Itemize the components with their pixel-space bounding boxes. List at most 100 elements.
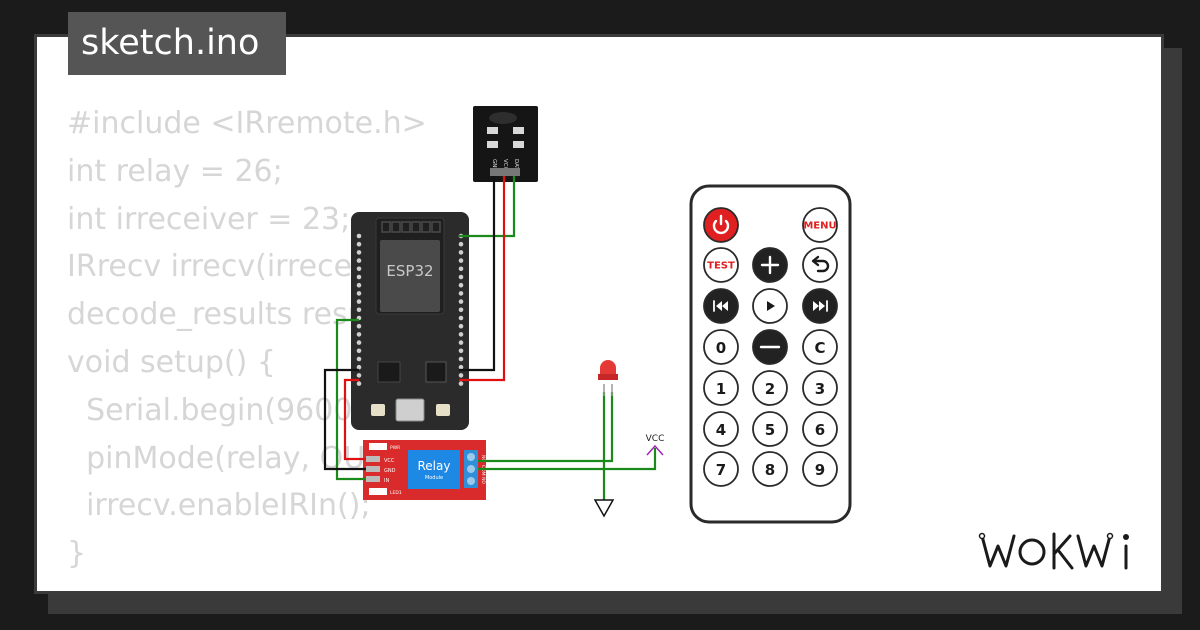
wire-ir-vcc — [459, 176, 506, 382]
esp32-pin — [356, 307, 362, 313]
power-icon — [712, 214, 730, 235]
remote-button-5[interactable]: 5 — [752, 411, 788, 447]
relay-title: Relay — [418, 459, 451, 473]
wire-relay-vcc — [343, 378, 366, 461]
remote-button-label: 6 — [815, 421, 825, 439]
back-icon — [811, 255, 830, 273]
vcc-symbol: VCC — [646, 434, 665, 456]
esp32-pin — [458, 266, 464, 272]
remote-button-fast-forward[interactable] — [802, 288, 838, 324]
esp32-pin — [458, 241, 464, 247]
esp32-pin — [458, 258, 464, 263]
ir-receiver[interactable]: GND VCC DAT — [473, 106, 538, 182]
esp32-pin — [458, 356, 464, 362]
remote-button-label: 5 — [765, 421, 775, 439]
remote-button-3[interactable]: 3 — [802, 370, 838, 406]
code-line: int irreceiver = 23; — [67, 201, 351, 237]
relay-pwr-label: PWR — [390, 445, 400, 451]
esp32-pin — [356, 381, 362, 386]
vcc-label: VCC — [646, 434, 665, 444]
remote-button-8[interactable]: 8 — [752, 451, 788, 487]
remote-button-plus[interactable] — [752, 247, 788, 283]
wire-ir-gnd — [459, 176, 496, 372]
relay-pin-vcc: VCC — [384, 458, 395, 464]
relay-pin-nc: NC — [480, 455, 486, 462]
relay-pin-no: NO — [480, 477, 486, 484]
relay-module[interactable]: Relay Module PWR LED1 VCC GND IN NC COM … — [363, 440, 486, 500]
esp32-pin — [458, 348, 464, 354]
remote-button-0[interactable]: 0 — [703, 329, 739, 365]
remote-buttons: MENU TEST 0 C 1 2 3 4 5 6 7 8 9 — [703, 207, 838, 487]
wokwi-logo — [978, 532, 1129, 570]
remote-button-label: TEST — [707, 261, 735, 272]
esp32-pin — [356, 299, 362, 304]
remote-button-label: 7 — [716, 461, 726, 479]
code-line: } — [67, 536, 87, 572]
esp32-pin — [356, 323, 362, 329]
wires — [323, 176, 657, 500]
esp32-pin — [356, 340, 362, 345]
remote-button-label: 3 — [815, 380, 825, 398]
remote-button-back[interactable] — [802, 247, 838, 283]
ir-pin-vcc: VCC — [502, 159, 508, 171]
esp32-pin — [458, 332, 464, 337]
code-line: Serial.begin(9600); — [67, 392, 375, 428]
esp32-pin — [356, 364, 362, 370]
red-led[interactable] — [598, 360, 618, 396]
esp32-pin — [356, 274, 362, 280]
remote-button-menu[interactable]: MENU — [802, 207, 838, 243]
wire-relay-com-vcc — [478, 448, 657, 471]
remote-button-9[interactable]: 9 — [802, 451, 838, 487]
ir-pin-dat: DAT — [513, 159, 519, 170]
relay-subtitle: Module — [425, 475, 443, 481]
code-line: #include <IRremote.h> — [67, 106, 427, 141]
wire-relay-in — [335, 318, 366, 481]
esp32-pin — [356, 258, 362, 263]
ir-remote[interactable]: MENU TEST 0 C 1 2 3 4 5 6 7 8 9 — [689, 184, 852, 524]
relay-pin-com: COM — [480, 465, 486, 476]
remote-button-label: 1 — [716, 380, 726, 398]
remote-button-label: 0 — [716, 339, 726, 357]
esp32-pin-headers — [356, 233, 464, 386]
remote-button-4[interactable]: 4 — [703, 411, 739, 447]
esp32-board[interactable]: ESP32 — [351, 212, 469, 430]
remote-button-7[interactable]: 7 — [703, 451, 739, 487]
wire-ir-dat — [459, 176, 516, 238]
fast-forward-icon — [813, 300, 828, 312]
esp32-pin — [458, 291, 464, 296]
file-tab: sketch.ino — [68, 12, 286, 75]
remote-button-c[interactable]: C — [802, 329, 838, 365]
relay-pin-in: IN — [384, 478, 389, 484]
ir-pin-gnd: GND — [491, 159, 497, 172]
remote-button-6[interactable]: 6 — [802, 411, 838, 447]
esp32-pin — [356, 348, 362, 354]
code-line: int relay = 26; — [67, 153, 283, 189]
remote-button-power[interactable] — [703, 207, 739, 243]
esp32-pin — [458, 250, 464, 255]
remote-button-2[interactable]: 2 — [752, 370, 788, 406]
esp32-pin — [356, 373, 362, 378]
esp32-pin — [458, 282, 464, 288]
esp32-pin — [356, 266, 362, 272]
remote-button-test[interactable]: TEST — [703, 247, 739, 283]
remote-button-label: 4 — [716, 421, 726, 439]
remote-button-1[interactable]: 1 — [703, 370, 739, 406]
remote-button-minus[interactable] — [752, 329, 788, 365]
esp32-pin — [458, 381, 464, 386]
remote-button-play[interactable] — [752, 288, 788, 324]
remote-button-label: C — [814, 339, 825, 357]
relay-led1-label: LED1 — [390, 490, 402, 496]
wire-relay-gnd — [323, 368, 366, 471]
remote-button-rewind[interactable] — [703, 288, 739, 324]
esp32-label: ESP32 — [386, 262, 433, 280]
esp32-pin — [458, 299, 464, 304]
esp32-pin — [458, 274, 464, 280]
esp32-pin — [458, 364, 464, 370]
esp32-pin — [458, 340, 464, 345]
remote-button-label: 9 — [815, 461, 825, 479]
plus-icon — [760, 255, 780, 275]
ground-symbol — [593, 499, 615, 518]
rewind-icon — [713, 300, 728, 312]
esp32-pin — [356, 282, 362, 288]
